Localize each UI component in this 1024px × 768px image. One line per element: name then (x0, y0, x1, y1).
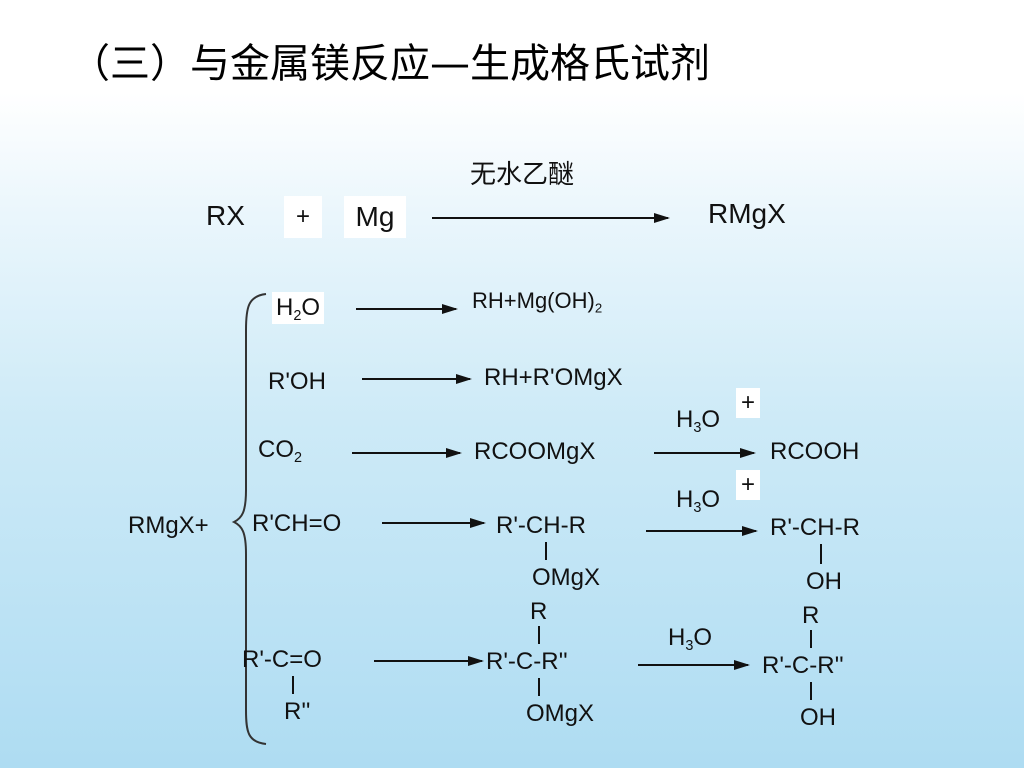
water-product-sub: 2 (594, 300, 603, 316)
aldehyde-hydrolysis-arrow (646, 526, 758, 536)
co2-cond-sub: 3 (693, 420, 702, 437)
reactant-rx: RX (206, 200, 245, 231)
alcohol-reactant: R'OH (268, 368, 326, 395)
co2-text: CO (258, 436, 294, 463)
ketone-intermediate-bond-bottom (538, 678, 540, 696)
aldehyde-intermediate-top: R'-CH-R (496, 512, 586, 539)
co2-cond-plus: + (736, 388, 760, 418)
aldehyde-cond-h: H (676, 486, 694, 513)
co2-product: RCOOH (770, 438, 860, 465)
ketone-intermediate-mid: R'-C-R'' (486, 648, 568, 675)
aldehyde-product-top: R'-CH-R (770, 514, 860, 541)
aldehyde-product-bond (820, 544, 822, 564)
aldehyde-product-bottom: OH (806, 568, 842, 595)
curly-brace (231, 293, 267, 745)
water-arrow (356, 304, 458, 314)
aldehyde-intermediate-bottom: OMgX (532, 564, 601, 591)
ketone-reactant-bond (292, 676, 294, 694)
alcohol-product: RH+R'OMgX (484, 364, 623, 391)
ketone-intermediate-bond-top (538, 626, 540, 644)
ketone-condition: H3O (668, 624, 713, 654)
ketone-cond-o: O (693, 624, 713, 651)
alcohol-arrow (362, 374, 472, 384)
ketone-cond-h: H (668, 624, 686, 651)
water-h: H (276, 294, 294, 321)
aldehyde-reactant: R'CH=O (252, 510, 342, 537)
aldehyde-cond-sub: 3 (693, 500, 702, 517)
ketone-product-mid: R'-C-R'' (762, 652, 844, 679)
ketone-reactant-bottom: R'' (284, 698, 311, 725)
water-product-text: RH+Mg(OH) (472, 288, 595, 313)
water-reactant: H2O (272, 292, 325, 325)
water-sub: 2 (293, 308, 302, 325)
co2-arrow (352, 448, 462, 458)
ketone-intermediate-above: R (530, 598, 548, 625)
water-product: RH+Mg(OH)2 (472, 288, 602, 315)
plus-sign: + (284, 196, 322, 238)
co2-reactant: CO2 (258, 436, 302, 466)
ketone-product-below: OH (800, 704, 836, 731)
main-arrow (432, 213, 670, 223)
co2-condition: H3O (676, 406, 721, 436)
ketone-product-bond-bottom (810, 682, 812, 700)
water-o: O (301, 294, 321, 321)
ketone-product-bond-top (810, 630, 812, 648)
product-rmgx: RMgX (708, 198, 786, 229)
aldehyde-arrow (382, 518, 486, 528)
reactant-mg: Mg (344, 196, 406, 238)
aldehyde-condition: H3O (676, 486, 721, 516)
co2-cond-o: O (701, 406, 721, 433)
ketone-arrow (374, 656, 484, 666)
ketone-product-above: R (802, 602, 820, 629)
ketone-reactant-top: R'-C=O (242, 646, 322, 673)
ketone-hydrolysis-arrow (638, 660, 750, 670)
aldehyde-intermediate-bond (545, 542, 547, 560)
ketone-intermediate-below: OMgX (526, 700, 595, 727)
reagent-rmgx-plus: RMgX+ (128, 512, 209, 539)
co2-hydrolysis-arrow (654, 448, 756, 458)
condition-dry-ether: 无水乙醚 (470, 160, 575, 190)
slide-title: （三）与金属镁反应—生成格氏试剂 (70, 41, 710, 87)
co2-sub: 2 (294, 450, 303, 467)
co2-cond-h: H (676, 406, 694, 433)
ketone-cond-sub: 3 (685, 638, 694, 655)
co2-intermediate: RCOOMgX (474, 438, 596, 465)
aldehyde-cond-o: O (701, 486, 721, 513)
aldehyde-cond-plus: + (736, 470, 760, 500)
